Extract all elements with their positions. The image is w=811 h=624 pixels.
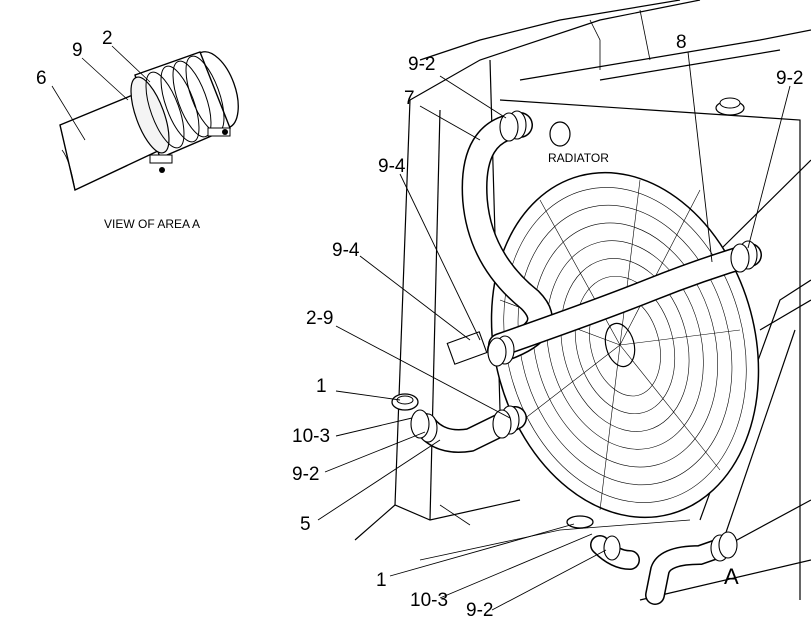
tube-end-line [61, 149, 76, 191]
callout-lower-elbow-clamp: 2-9 [306, 308, 333, 329]
area-a-marker: A [724, 564, 739, 589]
clamp-9-screws [149, 127, 231, 173]
leader-lines [317, 51, 791, 611]
callout-9: 9 [72, 40, 83, 61]
callout-upper-right-clamp: 9-2 [776, 68, 803, 89]
detail-view-area-a: 6 9 2 VIEW OF AREA A [36, 28, 239, 231]
callout-clamp-lower: 9-2 [466, 600, 493, 621]
detail-view-caption: VIEW OF AREA A [104, 217, 200, 231]
callout-upper-hose: 7 [404, 88, 415, 109]
callout-upper-left-clamp: 9-2 [408, 54, 435, 75]
coupler-2-shape [130, 51, 239, 159]
callout-2: 2 [102, 28, 113, 49]
leader-6 [51, 85, 86, 141]
leader-2 [111, 45, 151, 83]
callout-seal-lower: 10-3 [410, 590, 448, 611]
callout-crossover-hose: 8 [676, 32, 687, 53]
hose-clamps [410, 110, 758, 562]
leader-9 [81, 57, 129, 101]
callout-mid-clamp-b: 9-4 [332, 240, 360, 261]
callout-6: 6 [36, 68, 47, 89]
crossover-hose-8 [488, 243, 762, 357]
callout-lower-pipe: 5 [300, 514, 311, 535]
callout-mid-clamp-a: 9-4 [378, 156, 406, 177]
callout-seal-upper: 10-3 [292, 426, 330, 447]
callout-cap-lower: 1 [376, 570, 387, 591]
radiator-label: RADIATOR [548, 151, 609, 165]
callout-cap-upper: 1 [316, 376, 327, 397]
callout-clamp-upper: 9-2 [292, 464, 319, 485]
